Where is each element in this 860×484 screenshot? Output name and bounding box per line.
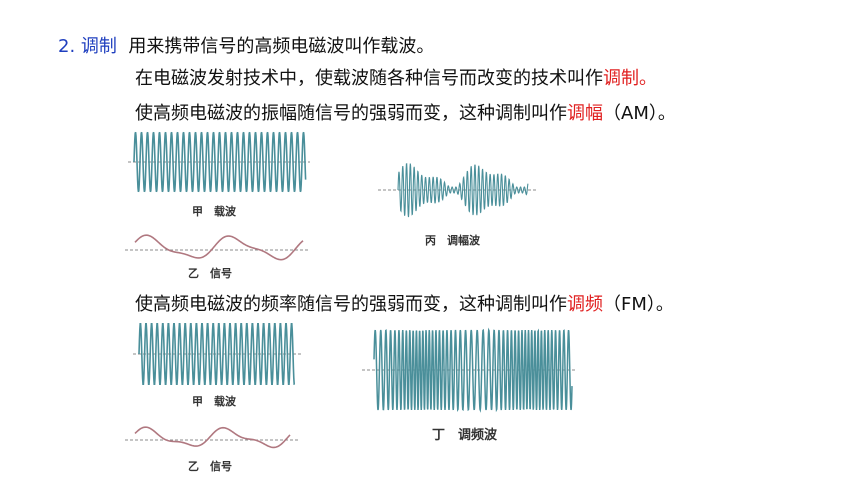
am-carrier-caption: 甲 载波	[192, 205, 236, 218]
am-modulated-caption: 丙 调幅波	[425, 234, 480, 247]
fm-carrier-wave-figure	[133, 322, 301, 386]
fm-carrier-caption: 甲 载波	[192, 395, 236, 408]
am-abbrev: （AM）。	[603, 103, 676, 124]
heading-line: 2. 调制 用来携带信号的高频电磁波叫作载波。	[58, 35, 434, 59]
am-definition-line: 使高频电磁波的振幅随信号的强弱而变，这种调制叫作调幅（AM）。	[135, 102, 676, 126]
am-modulated-wave-figure	[378, 163, 536, 218]
fm-abbrev: （FM）。	[603, 294, 674, 315]
am-term: 调幅	[567, 103, 603, 124]
fm-modulated-wave-figure	[362, 327, 576, 413]
fm-signal-wave-figure	[125, 426, 300, 449]
am-signal-wave-figure	[125, 234, 310, 261]
modulation-definition-line: 在电磁波发射技术中，使载波随各种信号而改变的技术叫作调制。	[135, 67, 657, 91]
fm-signal-caption: 乙 信号	[188, 460, 232, 473]
fm-term: 调频	[567, 294, 603, 315]
fm-definition-text: 使高频电磁波的频率随信号的强弱而变，这种调制叫作	[135, 294, 567, 315]
carrier-definition: 用来携带信号的高频电磁波叫作载波。	[128, 36, 435, 57]
fm-definition-line: 使高频电磁波的频率随信号的强弱而变，这种调制叫作调频（FM）。	[135, 293, 674, 317]
am-definition-text: 使高频电磁波的振幅随信号的强弱而变，这种调制叫作	[135, 103, 567, 124]
section-number: 2. 调制	[58, 36, 117, 57]
am-signal-caption: 乙 信号	[188, 267, 232, 280]
fm-carrier-wave	[138, 322, 295, 386]
fm-signal-wave	[134, 426, 291, 449]
fm-modulated-wave	[373, 327, 573, 413]
fm-modulated-caption: 丁 调频波	[432, 428, 498, 443]
am-modulated-wave	[397, 163, 529, 218]
am-signal-wave	[134, 234, 304, 261]
am-carrier-wave	[133, 131, 307, 193]
am-carrier-wave-figure	[128, 131, 310, 193]
modulation-term: 调制。	[603, 68, 657, 89]
modulation-definition-text: 在电磁波发射技术中，使载波随各种信号而改变的技术叫作	[135, 68, 603, 89]
